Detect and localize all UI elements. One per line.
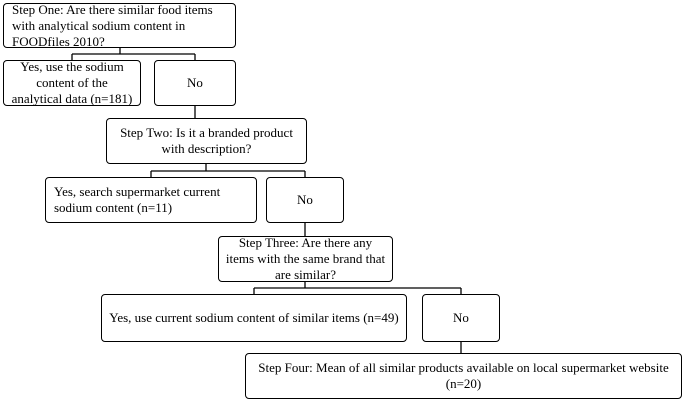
step-two-no-text: No <box>297 192 313 207</box>
step-three-box: Step Three: Are there any items with the… <box>218 235 393 282</box>
step-one-text: Step One: Are there similar food items w… <box>12 1 213 49</box>
step-one-box: Step One: Are there similar food items w… <box>3 1 236 49</box>
step-four-box: Step Four: Mean of all similar products … <box>245 353 682 399</box>
step-one-no-box: No <box>154 60 236 106</box>
step-three-yes-text: Yes, use current sodium content of simil… <box>109 310 399 325</box>
step-three-no-box: No <box>422 294 500 342</box>
step-two-yes-box: Yes, search supermarket current sodium c… <box>45 177 257 223</box>
step-one-yes-text: Yes, use the sodium content of the analy… <box>11 59 133 106</box>
step-one-no-text: No <box>187 75 203 90</box>
step-two-yes-text: Yes, search supermarket current sodium c… <box>54 184 221 215</box>
step-three-yes-box: Yes, use current sodium content of simil… <box>101 294 407 342</box>
step-three-text: Step Three: Are there any items with the… <box>225 235 386 282</box>
step-two-no-box: No <box>266 177 344 223</box>
step-one-yes-box: Yes, use the sodium content of the analy… <box>3 59 141 106</box>
step-three-no-text: No <box>453 310 469 325</box>
step-two-box: Step Two: Is it a branded product with d… <box>106 118 307 164</box>
step-four-text: Step Four: Mean of all similar products … <box>258 360 669 391</box>
step-two-text: Step Two: Is it a branded product with d… <box>120 125 293 156</box>
